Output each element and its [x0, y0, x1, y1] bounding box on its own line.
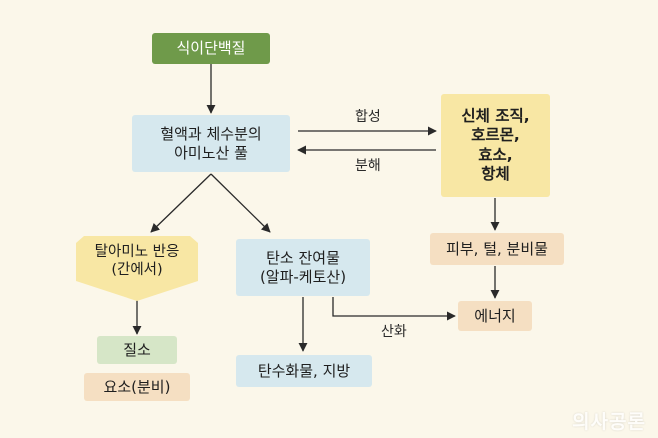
carb-fat-box: 탄수화물, 지방	[236, 355, 372, 387]
arrow-pool-to-carbon	[210, 173, 271, 233]
synthesis-label: 합성	[355, 109, 381, 125]
oxidation-label: 산화	[381, 324, 407, 340]
carbon-residue-box: 탄소 잔여물 (알파-케토산)	[236, 239, 370, 296]
energy-box: 에너지	[458, 301, 532, 331]
deamination-shape	[76, 236, 198, 301]
body-tissue-line3: 효소,	[478, 145, 513, 164]
skin-hair-box: 피부, 털, 분비물	[430, 233, 564, 265]
dietary-protein-label: 식이단백질	[176, 39, 246, 58]
carbon-residue-line2: (알파-케토산)	[259, 267, 347, 286]
body-tissue-line1: 신체 조직,	[461, 106, 530, 125]
nitrogen-label: 질소	[123, 340, 151, 359]
deamination-line2: (간에서)	[111, 262, 163, 278]
urea-label: 요소(분비)	[103, 377, 171, 396]
arrow-pool-to-deamination	[150, 173, 212, 233]
deamination-line1: 탈아미노 반응	[94, 243, 180, 260]
dietary-protein-box: 식이단백질	[152, 33, 270, 64]
arrow-oxidation	[332, 297, 456, 321]
carbon-residue-line1: 탄소 잔여물	[266, 248, 340, 267]
urea-box: 요소(분비)	[84, 373, 190, 401]
energy-label: 에너지	[474, 306, 516, 325]
amino-acid-pool-line2: 아미노산 풀	[174, 143, 248, 162]
body-tissue-box: 신체 조직, 호르몬, 효소, 항체	[441, 94, 550, 197]
skin-hair-label: 피부, 털, 분비물	[446, 239, 548, 258]
watermark-logo: 의사공론	[572, 411, 646, 433]
body-tissue-line2: 호르몬,	[471, 126, 520, 145]
nitrogen-box: 질소	[97, 336, 177, 364]
body-tissue-line4: 항체	[481, 164, 510, 183]
breakdown-label: 분해	[355, 158, 381, 174]
carb-fat-label: 탄수화물, 지방	[257, 361, 351, 380]
amino-acid-pool-box: 혈액과 체수분의 아미노산 풀	[132, 115, 290, 172]
amino-acid-pool-line1: 혈액과 체수분의	[160, 124, 262, 143]
deamination-box: 탈아미노 반응 (간에서)	[76, 236, 198, 286]
